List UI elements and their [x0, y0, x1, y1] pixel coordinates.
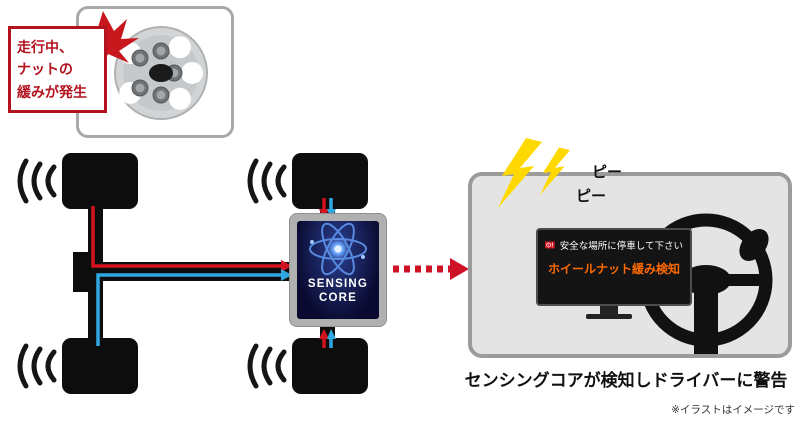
sensing-core-module: SENSING CORE — [289, 213, 387, 327]
lightning-bolts-icon — [498, 138, 570, 208]
callout-line-3: 緩みが発生 — [17, 83, 87, 100]
beep-text-1: ピー — [592, 164, 623, 181]
callout-line-1: 走行中、 — [17, 39, 73, 55]
footnote-text: ※イラストはイメージです — [671, 404, 795, 416]
dashboard-panel: 安全な場所に停車して下さい ホイールナット緩み検知 — [468, 172, 792, 358]
wheel-rear-left — [62, 338, 138, 394]
sensing-core-label-line1: SENSING — [307, 278, 369, 290]
alert-burst-icon — [83, 11, 139, 67]
wheel-front-middle — [292, 153, 368, 209]
display-stand-base — [586, 314, 632, 319]
caption-text: センシングコアが検知しドライバーに警告 — [464, 371, 788, 390]
vibration-waves-icon — [17, 158, 287, 389]
callout-line-2: ナットの — [17, 61, 73, 78]
sensing-core-label-line2: CORE — [318, 292, 358, 305]
display-stand — [600, 306, 618, 315]
sensing-core-panel: SENSING CORE — [297, 221, 379, 319]
display-warning-text: 安全な場所に停車して下さい — [559, 241, 683, 252]
display-detect-text: ホイールナット緩み検知 — [547, 262, 680, 276]
wheel-rear-middle — [292, 338, 368, 394]
signal-line-blue — [96, 198, 333, 348]
beep-text-2: ピー — [576, 188, 607, 205]
nut-loosening-callout: 走行中、 ナットの 緩みが発生 — [8, 26, 107, 114]
wheel-front-left — [62, 153, 138, 209]
warning-display: 安全な場所に停車して下さい ホイールナット緩み検知 — [536, 228, 692, 306]
tire-warning-icon — [545, 241, 555, 249]
wheel-closeup-illustration — [83, 11, 208, 120]
dotted-alert-arrow-icon — [393, 258, 469, 280]
sensing-core-logo-icon — [309, 222, 367, 276]
alloy-wheel-icon — [114, 26, 208, 120]
signal-line-red — [91, 198, 326, 348]
